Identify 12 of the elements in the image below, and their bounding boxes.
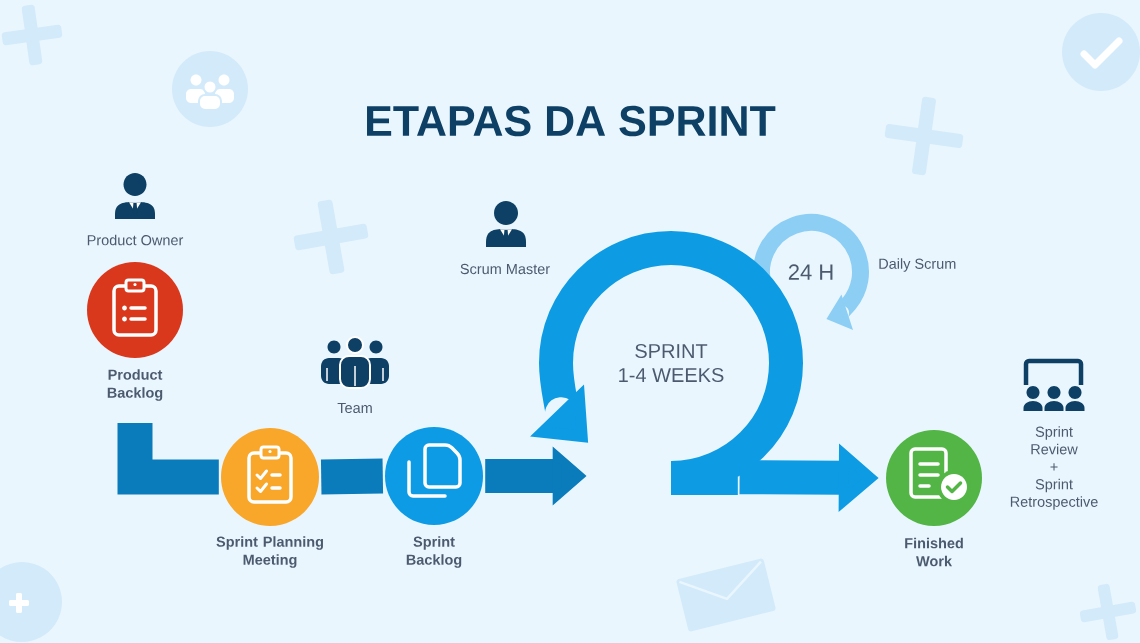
caption: Sprint Review + Sprint Retrospective: [1010, 426, 1098, 510]
connector: [320, 458, 384, 495]
title: ETAPAS DA SPRINT: [367, 105, 776, 137]
step-label: Product Backlog: [107, 369, 163, 401]
caption: Team: [337, 402, 372, 414]
step-label: Sprint Backlog: [406, 536, 462, 568]
node-label: Daily Scrum: [879, 258, 956, 272]
node-label: SPRINT 1-4 WEEKS: [619, 343, 724, 383]
caption: Product Owner: [87, 234, 184, 246]
step-label: Finished Work: [905, 537, 963, 567]
step-label: Sprint Planning Meeting: [216, 536, 323, 568]
caption: Scrum Master: [460, 263, 550, 275]
